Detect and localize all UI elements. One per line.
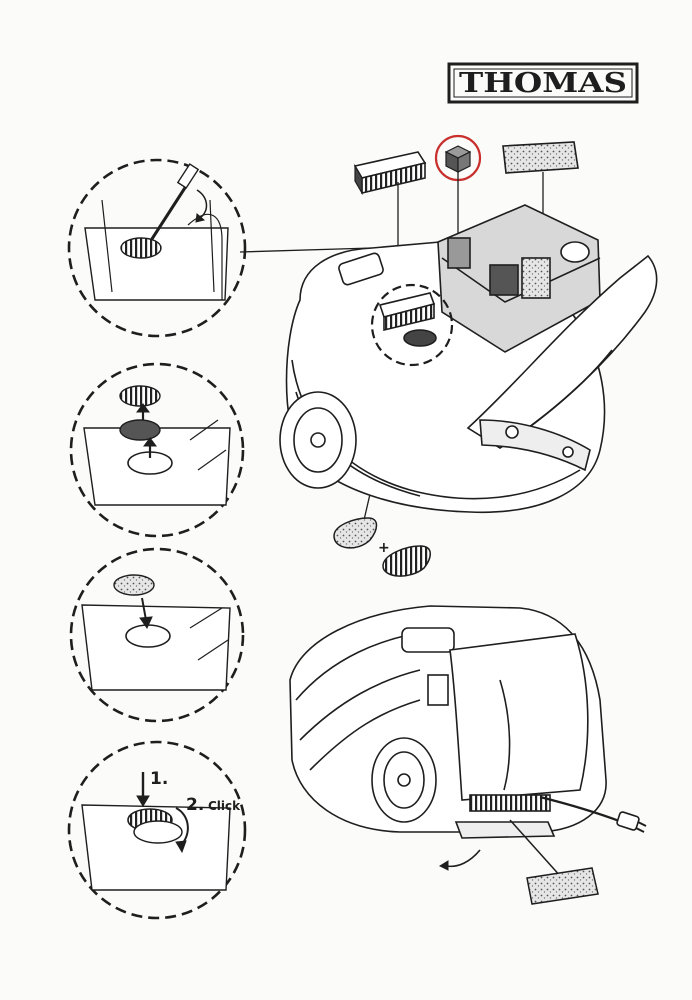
step-2-click-label: Click	[208, 799, 241, 813]
step-1-label: 1.	[150, 769, 168, 789]
small-cube-filter	[444, 145, 472, 173]
detail-circle-unscrew	[67, 158, 247, 338]
detail-circle-lift-out	[69, 362, 245, 538]
step-2-label: 2.	[186, 795, 204, 815]
removed-filters	[333, 517, 431, 577]
foam-filter-block	[353, 151, 427, 196]
vacuum-cleaner-open	[279, 204, 658, 514]
brand-name: THOMAS	[459, 68, 627, 99]
plus-symbol: +	[378, 540, 390, 556]
thomas-logo: THOMAS	[447, 62, 639, 104]
detail-circle-press-click	[67, 740, 247, 920]
replacement-filter-pad	[509, 819, 599, 905]
detail-circle-insert	[69, 547, 245, 723]
vacuum-cleaner-rear	[289, 605, 647, 839]
flat-sponge-filter	[502, 141, 579, 174]
remove-arrow	[438, 849, 481, 871]
